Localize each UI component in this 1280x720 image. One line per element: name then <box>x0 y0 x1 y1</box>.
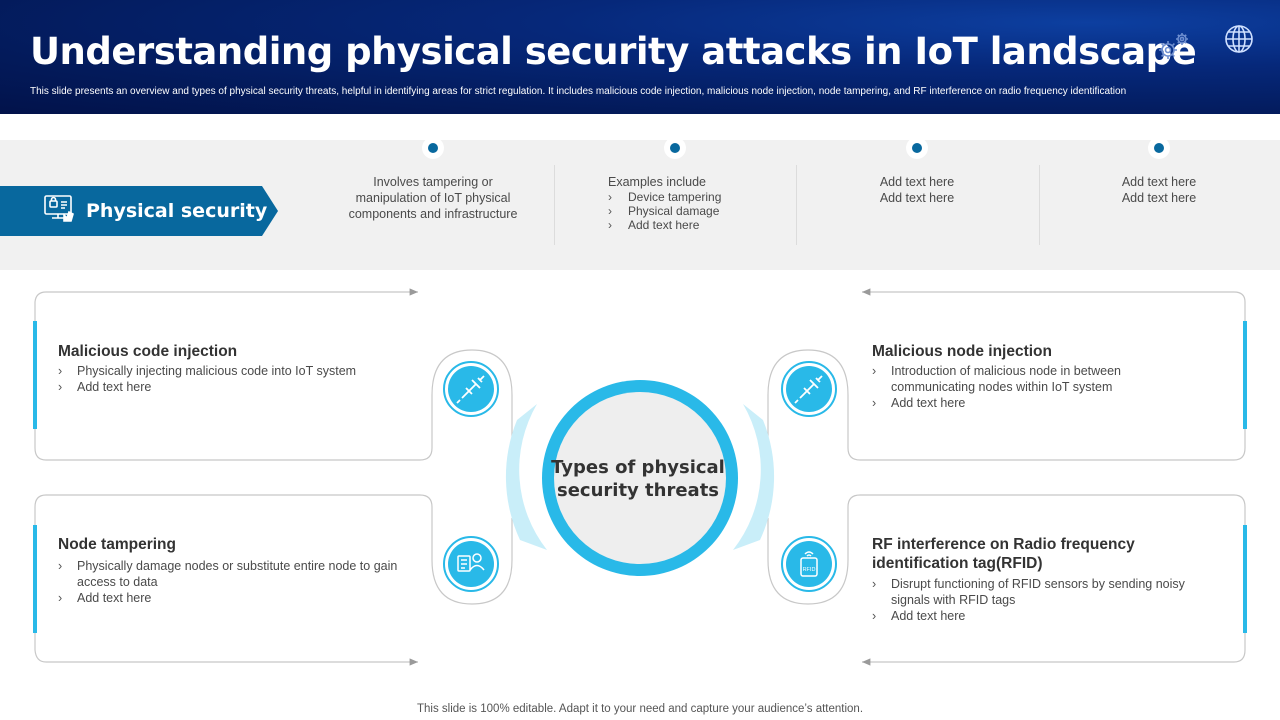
column-heading: Examples include <box>608 175 706 189</box>
accent-bar <box>33 321 37 429</box>
physical-security-tag <box>0 186 278 236</box>
hub-arc-right <box>733 404 775 550</box>
hub-core <box>554 392 726 564</box>
threat-bullet: Disrupt functioning of RFID sensors by s… <box>872 576 1217 608</box>
threat-title: Malicious node injection <box>872 343 1052 360</box>
svg-text:RFID: RFID <box>803 567 816 573</box>
footer-note: This slide is 100% editable. Adapt it to… <box>416 703 864 715</box>
examples-column: Examples include Device tampering Physic… <box>608 174 848 232</box>
column-divider <box>1039 165 1040 245</box>
accent-bar <box>33 525 37 633</box>
card-outline <box>767 291 1246 461</box>
rfid-tag-icon: RFID <box>800 551 818 577</box>
syringe-icon <box>456 375 485 404</box>
column-line: Involves tampering or <box>373 175 493 189</box>
timeline-dot <box>1148 137 1170 159</box>
threat-bullet: Add text here <box>872 395 1162 411</box>
rfid-badge <box>781 536 837 592</box>
column-line: Add text here <box>1121 191 1197 205</box>
threat-bullet: Introduction of malicious node in betwee… <box>872 363 1162 395</box>
globe-icon <box>1225 25 1253 53</box>
accent-bar <box>1243 321 1247 429</box>
gears-icon <box>1159 33 1188 59</box>
threats-diagram: RFID <box>33 288 1247 666</box>
timeline-dot <box>664 137 686 159</box>
card-outline <box>767 494 1246 663</box>
accent-bar <box>1243 525 1247 633</box>
timeline-dot <box>906 137 928 159</box>
hub-title-line: security threats <box>556 480 720 501</box>
column-line: Add text here <box>1121 175 1197 189</box>
computer-security-icon <box>44 195 74 222</box>
threat-title: RF interference on Radio frequency ident… <box>872 536 1135 572</box>
threat-bullets: Physically damage nodes or substitute en… <box>58 558 398 606</box>
threat-title: Malicious code injection <box>58 343 238 360</box>
threat-bullet: Physically damage nodes or substitute en… <box>58 558 398 590</box>
page-title: Understanding physical security attacks … <box>30 30 1197 73</box>
threat-bullets: Disrupt functioning of RFID sensors by s… <box>872 576 1217 624</box>
example-item: Add text here <box>608 218 848 232</box>
hub-arc-left <box>505 404 547 550</box>
hub-title-line: Types of physical <box>551 457 725 478</box>
example-item: Physical damage <box>608 204 848 218</box>
column-line: Add text here <box>879 191 955 205</box>
card-outline <box>34 291 513 461</box>
threat-bullet: Add text here <box>58 590 398 606</box>
column-divider <box>554 165 555 245</box>
card-outline <box>34 494 513 663</box>
threat-bullet: Physically injecting malicious code into… <box>58 363 408 379</box>
physical-security-label: Physical security <box>86 200 268 222</box>
placeholder-column: Add text here Add text here <box>1039 174 1279 206</box>
threat-bullet: Add text here <box>58 379 408 395</box>
threat-bullet: Add text here <box>872 608 1217 624</box>
hub-title: Types of physical security threats <box>548 456 728 502</box>
example-item: Device tampering <box>608 190 848 204</box>
column-line: manipulation of IoT physical <box>355 191 511 205</box>
page-subtitle: This slide presents an overview and type… <box>30 86 1127 97</box>
column-line: Add text here <box>879 175 955 189</box>
user-document-badge <box>443 536 499 592</box>
column-line: components and infrastructure <box>348 207 518 221</box>
definition-column: Involves tampering or manipulation of Io… <box>313 174 553 222</box>
threat-title: Node tampering <box>58 536 176 553</box>
threat-bullets: Physically injecting malicious code into… <box>58 363 408 395</box>
threat-bullets: Introduction of malicious node in betwee… <box>872 363 1162 411</box>
placeholder-column: Add text here Add text here <box>797 174 1037 206</box>
user-document-icon <box>457 553 485 572</box>
syringe-icon <box>794 375 823 404</box>
header-banner: Understanding physical security attacks … <box>0 0 1280 114</box>
timeline-dot <box>422 137 444 159</box>
